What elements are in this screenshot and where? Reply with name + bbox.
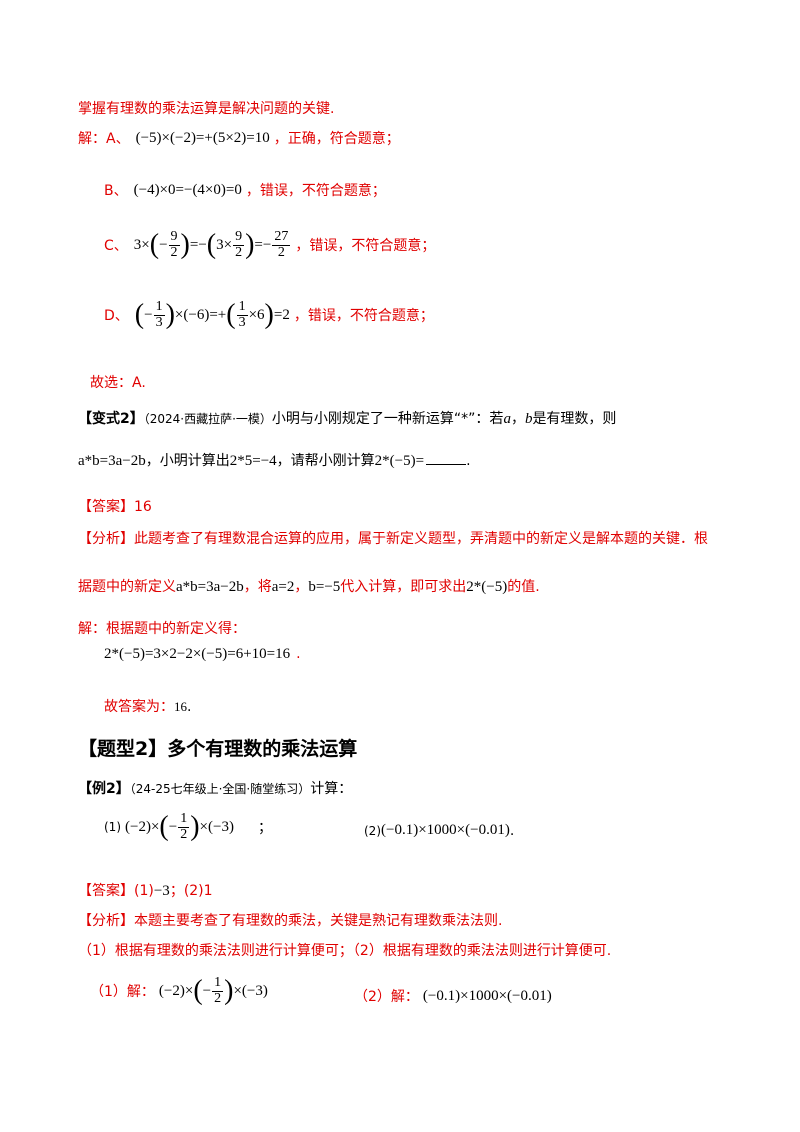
analysis-1-sep: ， xyxy=(294,579,309,595)
analysis-2: 【分析】本题主要考查了有理数的乘法，关键是熟记有理数乘法法则. xyxy=(78,910,502,930)
question-2-label: (2) xyxy=(364,823,381,838)
solution-1-line: 2*(−5)=3×2−2×(−5)=6+10=16. xyxy=(104,646,301,663)
var-b: b xyxy=(524,411,533,427)
question-2-math: (−0.1)×1000×(−0.01) xyxy=(381,822,510,838)
variant-line-2: a*b=3a−2b，小明计算出2*5=−4，请帮小刚计算2*(−5)=. xyxy=(78,450,471,470)
answer-2-v2: (2)1 xyxy=(183,883,213,899)
variant-end: . xyxy=(466,453,471,469)
example-line: 【例2】（24-25七年级上·全国·随堂练习）计算： xyxy=(78,778,352,798)
variant-source: （2024·西藏拉萨·一模） xyxy=(143,412,272,426)
section-heading: 【题型2】多个有理数的乘法运算 xyxy=(78,738,358,760)
option-b-label: B、 xyxy=(104,183,128,199)
answer-2-sep: ； xyxy=(169,883,184,899)
option-a-line: 解：A、 (−5)×(−2)=+(5×2)=10 ，正确，符合题意； xyxy=(78,128,400,148)
choice-text: 故选：A. xyxy=(90,375,146,391)
intro-text: 掌握有理数的乘法运算是解决问题的关键. xyxy=(78,101,335,117)
variant-def: a*b=3a−2b xyxy=(78,453,146,469)
solution-2-2: （2）解： (−0.1)×1000×(−0.01) xyxy=(354,986,552,1006)
answer-2-label: 【答案】 xyxy=(78,883,134,899)
final-1-label: 故答案为： xyxy=(104,699,174,715)
answer-1-value: 16 xyxy=(134,499,152,515)
example-text: 计算： xyxy=(310,781,353,797)
analysis-1-line-1: 【分析】此题考查了有理数混合运算的应用，属于新定义题型，弄清题中的新定义是解本题… xyxy=(78,528,708,548)
answer-blank xyxy=(426,450,467,465)
option-a-math: (−5)×(−2)=+(5×2)=10 xyxy=(135,129,270,146)
question-2: (2) (−0.1)×1000×(−0.01) . xyxy=(364,822,514,839)
solution-2-2-label: （2）解： xyxy=(354,989,419,1005)
option-a-tail: ，正确，符合题意； xyxy=(273,131,400,147)
analysis-1-label: 【分析】 xyxy=(78,531,134,547)
answer-1: 【答案】16 xyxy=(78,496,152,516)
solution-1-label: 解：根据题中的新定义得： xyxy=(78,621,246,637)
solution-label: 解：A、 xyxy=(78,131,130,147)
analysis-1-part-c: 代入计算，即可求出 xyxy=(340,579,467,595)
analysis-1-part-b: ，将 xyxy=(243,579,272,595)
analysis-1-eqa: a=2 xyxy=(271,579,295,595)
variant-text-2: 是有理数，则 xyxy=(532,411,617,427)
solution-1-math: 2*(−5)=3×2−2×(−5)=6+10=16 xyxy=(104,646,291,662)
option-d-label: D、 xyxy=(104,308,129,325)
option-c-tail: ，错误，不符合题意； xyxy=(295,238,436,255)
final-1-end: . xyxy=(187,699,192,715)
option-b-tail: ，错误，不符合题意； xyxy=(245,183,386,199)
analysis-1-eqb: b=−5 xyxy=(308,579,341,595)
var-a: a xyxy=(503,411,511,427)
final-1-value: 16 xyxy=(174,699,187,714)
option-c-label: C、 xyxy=(104,238,128,255)
example-label: 【例2】 xyxy=(78,781,130,797)
variant-comma: ， xyxy=(510,411,525,427)
example-source: （24-25七年级上·全国·随堂练习） xyxy=(129,782,311,796)
variant-text-4: ，请帮小刚计算 xyxy=(276,453,375,469)
variant-label: 【变式2】 xyxy=(78,411,144,427)
answer-1-label: 【答案】 xyxy=(78,499,134,515)
variant-eq1: 2*5=−4 xyxy=(229,453,277,469)
analysis-1-part-a: 据题中的新定义 xyxy=(78,579,176,595)
option-b-math: (−4)×0=−(4×0)=0 xyxy=(133,181,242,198)
analysis-1-text: 此题考查了有理数混合运算的应用，属于新定义题型，弄清题中的新定义是解本题的关键．… xyxy=(134,531,708,547)
question-1-label: (1) xyxy=(104,820,121,835)
variant-text-3: ，小明计算出 xyxy=(145,453,230,469)
answer-2-v1: (1) xyxy=(134,883,154,899)
analysis-1-def: a*b=3a−2b xyxy=(176,579,244,595)
analysis-1-expr: 2*(−5) xyxy=(466,579,508,595)
variant-text-1: 小明与小刚规定了一种新运算“*”：若 xyxy=(271,411,504,427)
final-1: 故答案为：16. xyxy=(104,696,191,716)
solution-2-2-math: (−0.1)×1000×(−0.01) xyxy=(422,987,552,1004)
option-b-line: B、 (−4)×0=−(4×0)=0 ，错误，不符合题意； xyxy=(104,180,386,200)
question-1-tail: ； xyxy=(257,820,272,837)
solution-2-1-label: （1）解： xyxy=(90,984,155,1001)
analysis-1-line-2: 据题中的新定义a*b=3a−2b，将a=2，b=−5代入计算，即可求出2*(−5… xyxy=(78,576,540,596)
solution-1-dot: . xyxy=(296,646,301,662)
analysis-1-part-d: 的值. xyxy=(507,579,540,595)
variant-line-1: 【变式2】（2024·西藏拉萨·一模）小明与小刚规定了一种新运算“*”：若a，b… xyxy=(78,408,616,428)
answer-2-v1-math: −3 xyxy=(153,883,170,899)
question-2-tail: . xyxy=(509,822,515,839)
option-d-tail: ，错误，不符合题意； xyxy=(293,308,434,325)
answer-2: 【答案】(1)−3；(2)1 xyxy=(78,880,213,900)
analysis-2-label: 【分析】 xyxy=(78,913,134,929)
steps-text: （1）根据有理数的乘法法则进行计算便可；（2）根据有理数的乘法法则进行计算便可. xyxy=(78,943,612,959)
variant-eq2: 2*(−5)= xyxy=(374,453,425,469)
analysis-2-text: 本题主要考查了有理数的乘法，关键是熟记有理数乘法法则. xyxy=(134,913,503,929)
